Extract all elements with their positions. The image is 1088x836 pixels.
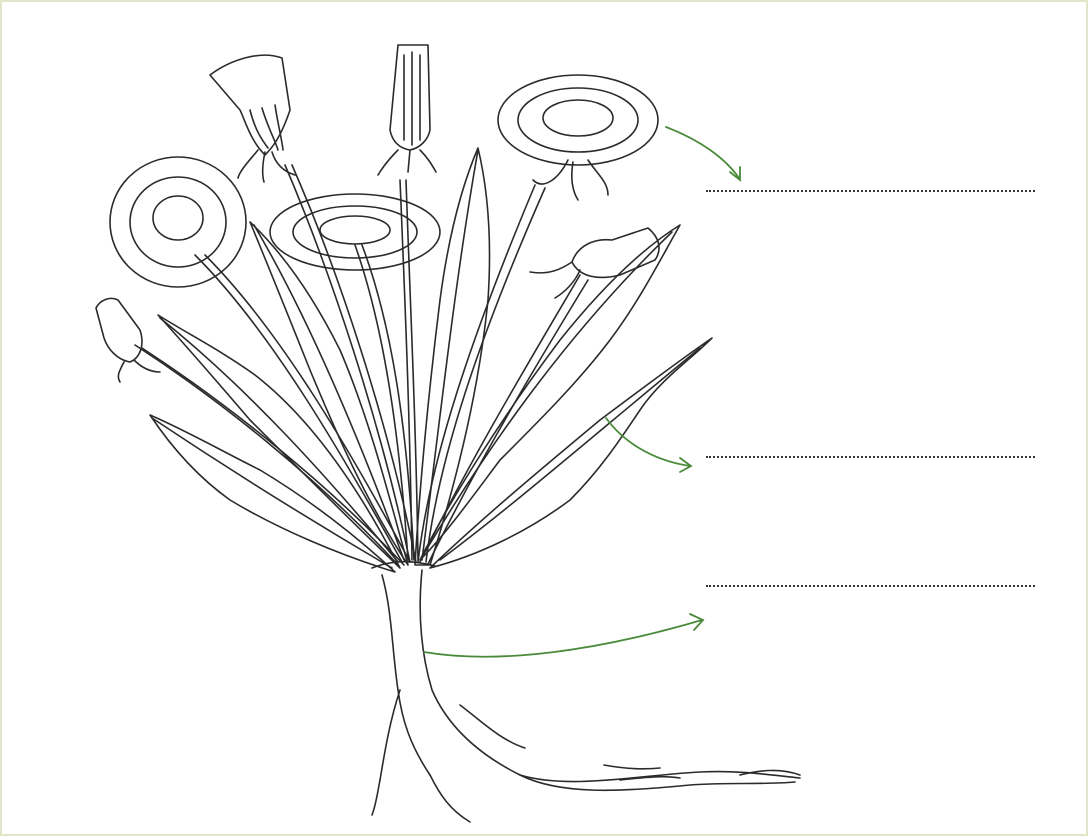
bud-top-center [378, 45, 436, 175]
root-label-field[interactable] [706, 571, 1035, 587]
leaf-label-field[interactable] [706, 442, 1035, 458]
arrow-leaf [606, 418, 691, 472]
flower-top-right [498, 75, 658, 200]
bud-right [530, 228, 659, 298]
root-drawing [372, 570, 800, 822]
flower-label-field[interactable] [706, 176, 1035, 192]
bud-top-left [210, 55, 295, 182]
arrow-root [424, 614, 703, 657]
flower-left [110, 157, 246, 287]
flower-center [270, 194, 440, 270]
arrow-flower [666, 127, 740, 180]
bud-left [96, 298, 160, 382]
leaves-drawing [150, 148, 712, 572]
